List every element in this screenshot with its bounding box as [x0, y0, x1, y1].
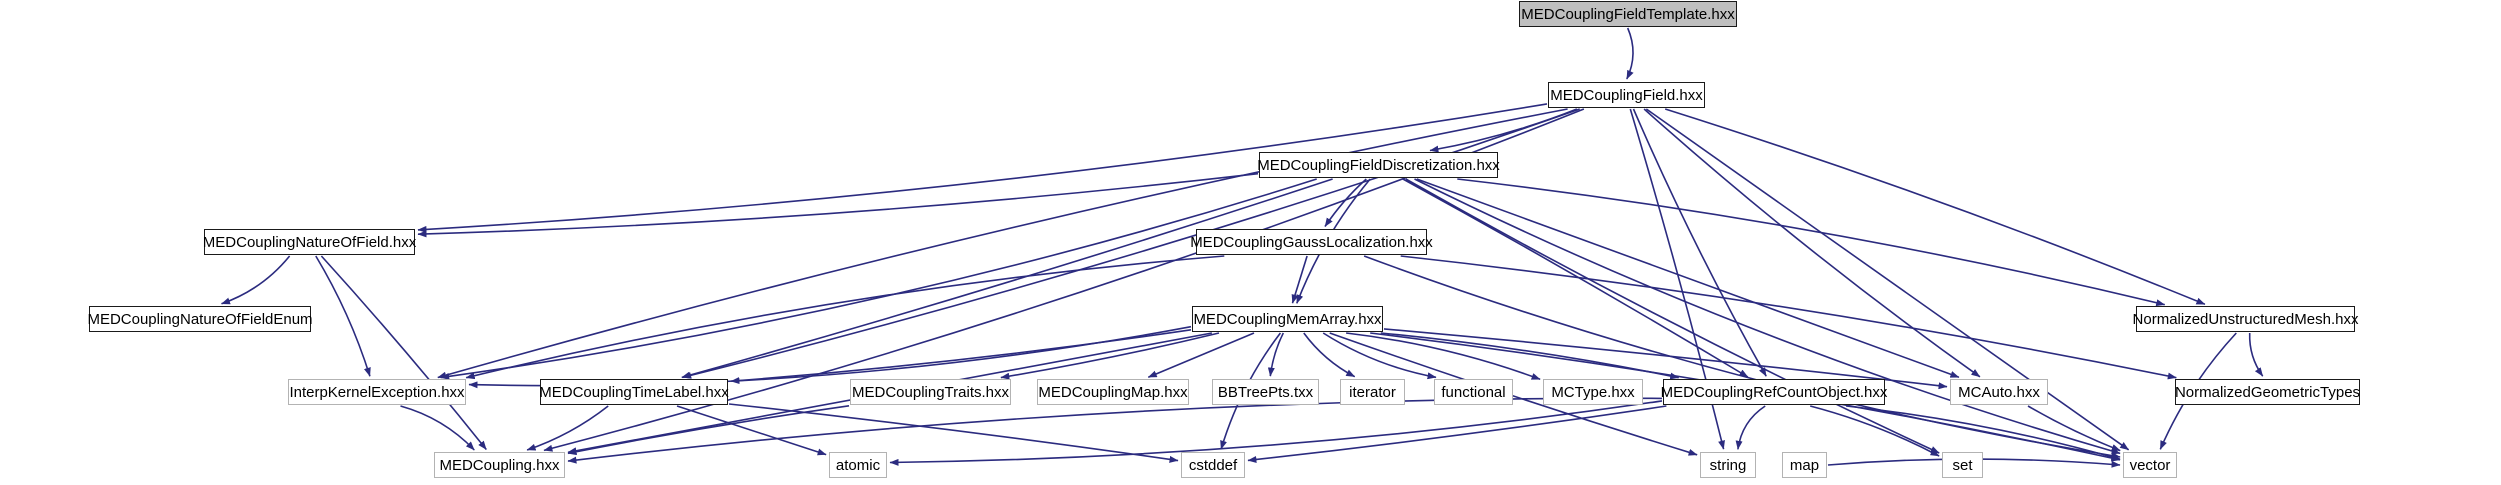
graph-node-timelabel[interactable]: MEDCouplingTimeLabel.hxx [539, 379, 729, 405]
graph-node-label: MEDCouplingRefCountObject.hxx [1660, 383, 1888, 401]
graph-node-label: iterator [1349, 383, 1396, 401]
graph-node-label: cstddef [1188, 456, 1238, 474]
graph-edge-memarray-to-mctype [1346, 332, 1541, 381]
graph-edge-fielddisc-to-set [1405, 178, 1940, 454]
graph-edge-field-to-refcount [1632, 108, 1767, 377]
graph-edge-refcount-to-set [1809, 405, 1940, 457]
graph-edge-gausslocal-to-normgeom [1400, 255, 2177, 380]
graph-node-string[interactable]: string [1700, 452, 1756, 478]
graph-node-normunstr[interactable]: NormalizedUnstructuredMesh.hxx [2133, 306, 2358, 332]
graph-edge-fieldtemplate-to-field [1626, 27, 1634, 80]
graph-edge-refcount-to-atomic [889, 400, 1663, 466]
graph-node-label: MEDCouplingTraits.hxx [852, 383, 1009, 401]
graph-edge-traits-to-medcoupling [567, 405, 850, 456]
graph-node-label: atomic [835, 456, 881, 474]
graph-node-label: NormalizedUnstructuredMesh.hxx [2132, 310, 2359, 328]
graph-edge-memarray-to-timelabel [730, 329, 1192, 385]
graph-node-iterator[interactable]: iterator [1340, 379, 1405, 405]
graph-edge-fielddisc-to-refcount [1402, 178, 1749, 378]
graph-edge-memarray-to-mcauto [1383, 328, 1948, 390]
graph-node-memarray[interactable]: MEDCouplingMemArray.hxx [1192, 306, 1383, 332]
graph-edge-field-to-normunstr [1664, 108, 2206, 306]
graph-node-label: MEDCouplingMap.hxx [1038, 383, 1188, 401]
graph-node-gausslocal[interactable]: MEDCouplingGaussLocalization.hxx [1190, 229, 1433, 255]
graph-node-natureenum[interactable]: MEDCouplingNatureOfFieldEnum [87, 306, 313, 332]
graph-edge-memarray-to-map [1147, 332, 1255, 378]
graph-edge-interpkernel-to-medcoupling [400, 405, 475, 451]
graph-edge-fielddisc-to-natureoffield [417, 172, 1259, 238]
graph-node-label: MEDCouplingMemArray.hxx [1193, 310, 1382, 328]
graph-node-label: MEDCouplingTimeLabel.hxx [539, 383, 729, 401]
graph-edge-timelabel-to-cstddef [728, 403, 1179, 463]
graph-edge-timelabel-to-medcoupling [526, 405, 609, 451]
graph-edge-natureoffield-to-interpkernel [315, 255, 371, 377]
graph-node-mapstd[interactable]: map [1782, 452, 1827, 478]
graph-node-traits[interactable]: MEDCouplingTraits.hxx [850, 379, 1011, 405]
graph-node-fielddisc[interactable]: MEDCouplingFieldDiscretization.hxx [1257, 152, 1500, 178]
graph-edge-natureoffield-to-natureenum [221, 255, 291, 305]
graph-node-interpkernel[interactable]: InterpKernelException.hxx [288, 379, 466, 405]
graph-edge-fielddisc-to-normunstr [1457, 178, 2166, 307]
graph-node-label: MEDCouplingField.hxx [1550, 86, 1703, 104]
graph-node-label: string [1709, 456, 1747, 474]
graph-edge-mcauto-to-vector [2027, 405, 2121, 452]
graph-node-label: MEDCoupling.hxx [439, 456, 560, 474]
graph-node-fieldtemplate[interactable]: MEDCouplingFieldTemplate.hxx [1519, 1, 1737, 27]
graph-edge-gausslocal-to-memarray [1291, 255, 1308, 304]
graph-edge-natureoffield-to-medcoupling [320, 255, 487, 450]
graph-edge-fielddisc-to-vector [1414, 178, 2121, 455]
graph-node-label: vector [2129, 456, 2171, 474]
graph-edge-memarray-to-traits [1000, 332, 1220, 380]
graph-node-label: InterpKernelException.hxx [289, 383, 465, 401]
graph-edge-normunstr-to-normgeom [2248, 332, 2264, 377]
graph-node-label: BBTreePts.txx [1217, 383, 1314, 401]
graph-node-bbtreepts[interactable]: BBTreePts.txx [1212, 379, 1319, 405]
graph-edge-memarray-to-iterator [1303, 332, 1356, 378]
graph-node-natureoffield[interactable]: MEDCouplingNatureOfField.hxx [202, 229, 417, 255]
graph-node-mcauto[interactable]: MCAuto.hxx [1950, 379, 2048, 405]
graph-edge-field-to-interpkernel [437, 108, 1568, 379]
graph-node-map[interactable]: MEDCouplingMap.hxx [1037, 379, 1189, 405]
graph-node-label: MEDCouplingNatureOfFieldEnum [87, 310, 313, 328]
graph-edge-memarray-to-bbtreepts [1267, 332, 1285, 377]
graph-node-label: MEDCouplingFieldDiscretization.hxx [1257, 156, 1500, 174]
graph-edge-field-to-vector [1645, 108, 2130, 451]
graph-edge-refcount-to-string [1735, 405, 1766, 450]
graph-edge-refcount-to-vector [1846, 405, 2121, 461]
graph-edge-fielddisc-to-timelabel [681, 178, 1333, 379]
graph-node-label: NormalizedGeometricTypes [2174, 383, 2361, 401]
graph-node-normgeom[interactable]: NormalizedGeometricTypes [2175, 379, 2360, 405]
graph-edge-refcount-to-cstddef [1247, 405, 1667, 463]
graph-node-label: functional [1441, 383, 1506, 401]
graph-edge-field-to-natureoffield [417, 103, 1548, 233]
graph-node-vector[interactable]: vector [2123, 452, 2177, 478]
graph-edge-fielddisc-to-interpkernel [440, 178, 1317, 380]
graph-edge-field-to-mcauto [1643, 108, 1981, 378]
graph-node-atomic[interactable]: atomic [829, 452, 887, 478]
graph-node-functional[interactable]: functional [1434, 379, 1513, 405]
graph-edge-memarray-to-functional [1322, 332, 1437, 380]
graph-node-label: MEDCouplingGaussLocalization.hxx [1190, 233, 1433, 251]
graph-node-label: MEDCouplingFieldTemplate.hxx [1521, 5, 1735, 23]
graph-node-set[interactable]: set [1942, 452, 1983, 478]
graph-node-label: map [1789, 456, 1820, 474]
graph-node-refcount[interactable]: MEDCouplingRefCountObject.hxx [1660, 379, 1888, 405]
graph-edge-fielddisc-to-gausslocal [1324, 178, 1367, 227]
graph-node-cstddef[interactable]: cstddef [1181, 452, 1245, 478]
graph-node-medcoupling[interactable]: MEDCoupling.hxx [434, 452, 565, 478]
graph-edge-timelabel-to-atomic [676, 405, 827, 456]
graph-node-label: MCAuto.hxx [1958, 383, 2040, 401]
graph-edge-fielddisc-to-mcauto [1416, 178, 1960, 379]
graph-node-label: MEDCouplingNatureOfField.hxx [202, 233, 417, 251]
graph-node-label: set [1952, 456, 1973, 474]
graph-node-field[interactable]: MEDCouplingField.hxx [1548, 82, 1705, 108]
graph-node-mctype[interactable]: MCType.hxx [1543, 379, 1643, 405]
graph-node-label: MCType.hxx [1551, 383, 1635, 401]
graph-edge-gausslocal-to-vector [1363, 255, 2121, 460]
graph-edge-gausslocal-to-interpkernel [465, 255, 1225, 380]
graph-edge-field-to-fielddisc [1429, 108, 1578, 153]
